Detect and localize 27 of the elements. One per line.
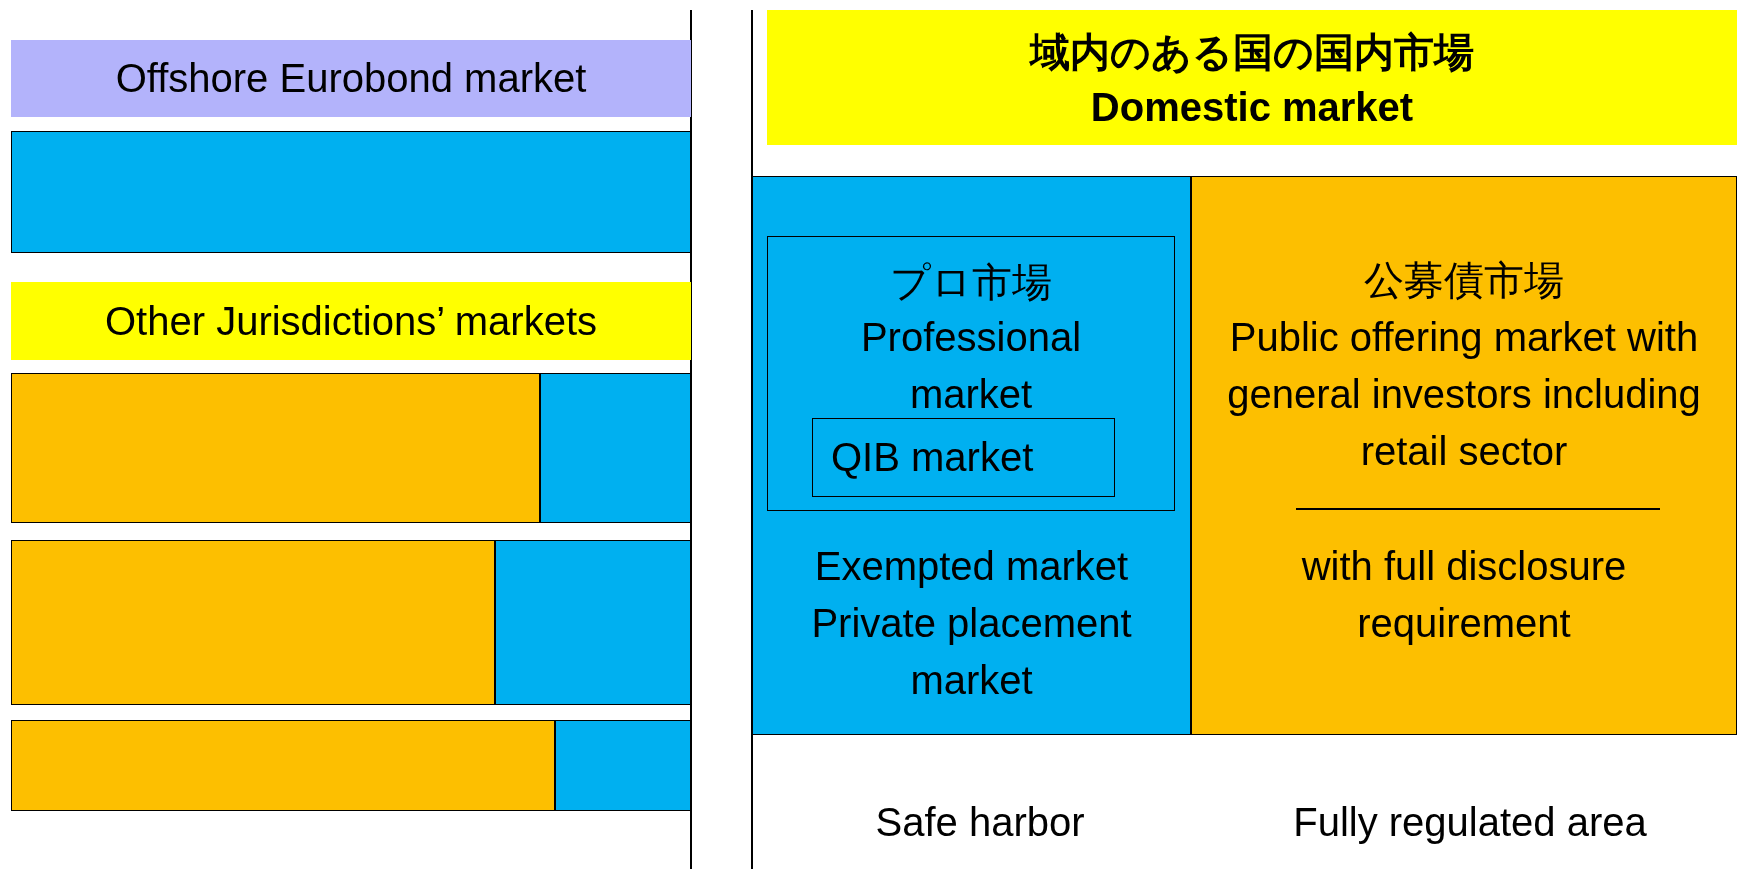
market-label: Domestic market — [1089, 84, 1415, 131]
market-box — [812, 418, 1115, 497]
market-region — [752, 176, 1191, 735]
bar — [11, 131, 691, 253]
market-label: Exempted market Private placement market — [810, 543, 1133, 704]
market-label: QIB market — [831, 434, 1035, 481]
japanese-heading: プロ市場 — [889, 259, 1053, 306]
market-label: Offshore Eurobond market — [114, 55, 588, 102]
market-label: Professional market — [859, 314, 1083, 418]
bar — [495, 540, 691, 705]
japanese-heading: 域内のある国の国内市場 — [1028, 29, 1475, 76]
bar — [555, 720, 691, 811]
market-band — [11, 282, 691, 360]
heading-band — [767, 10, 1737, 145]
bar — [11, 720, 555, 811]
bar — [11, 540, 495, 705]
bar — [540, 373, 691, 523]
market-box — [767, 236, 1175, 511]
market-region — [1191, 176, 1737, 735]
market-label: with full disclosure requirement — [1300, 543, 1628, 647]
area-label: Fully regulated area — [1292, 799, 1648, 846]
area-label: Safe harbor — [874, 799, 1086, 846]
market-label: Other Jurisdictions’ markets — [104, 298, 598, 345]
bar — [11, 373, 540, 523]
market-label: Public offering market with general investors including retail sector — [1226, 314, 1702, 475]
japanese-heading: 公募債市場 — [1363, 257, 1565, 304]
market-band — [11, 40, 691, 117]
